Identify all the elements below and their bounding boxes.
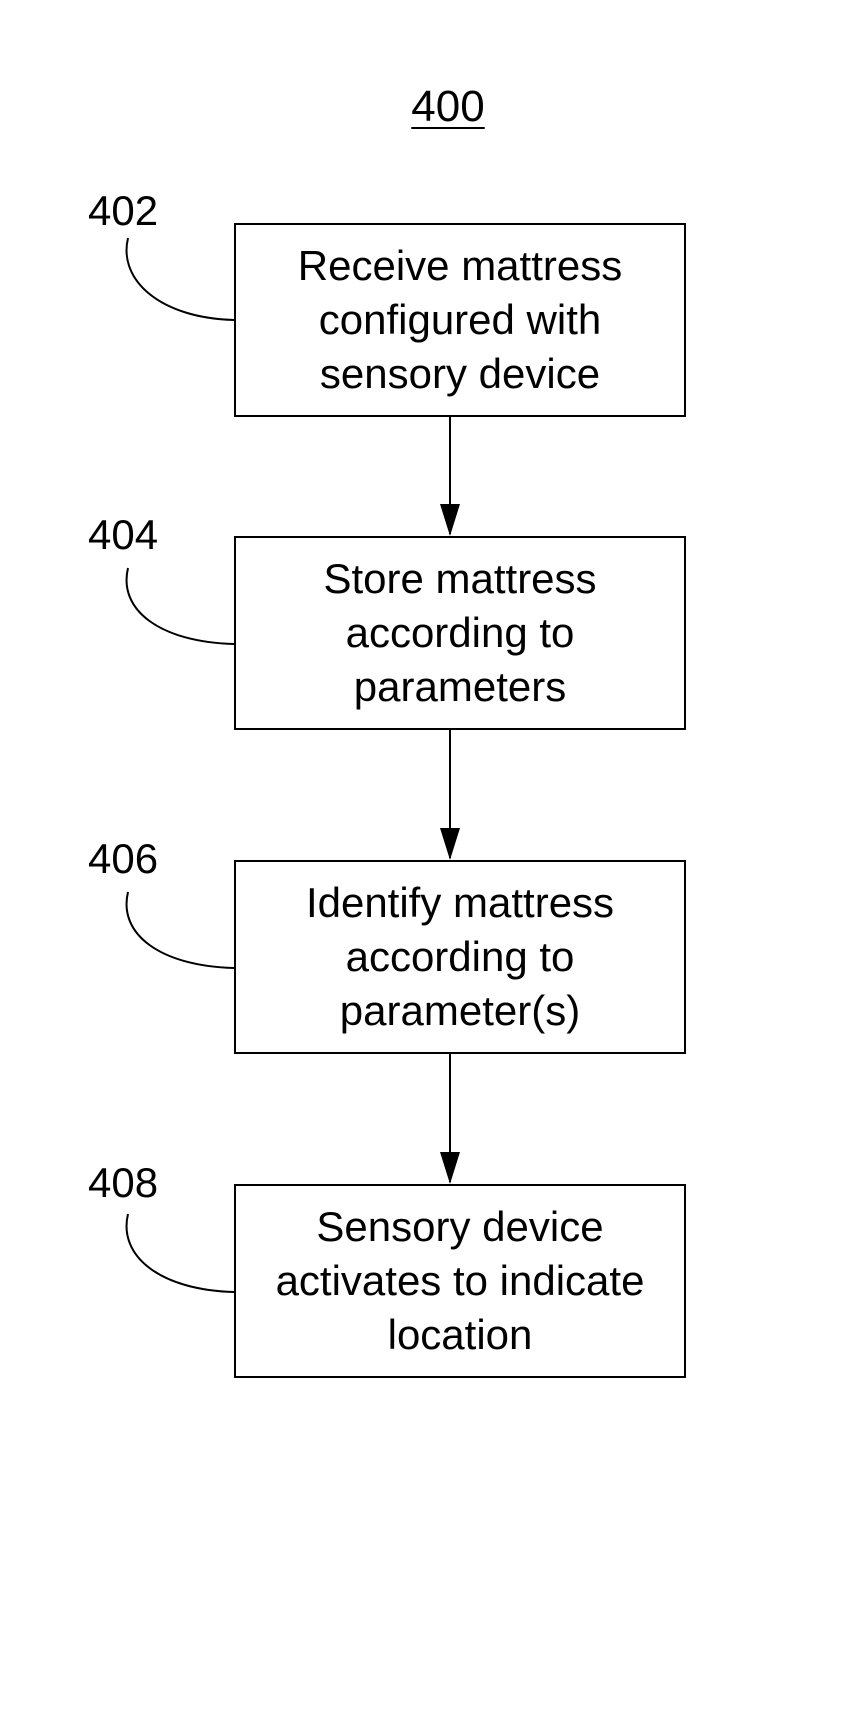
step-text: Identify mattress according to parameter…: [260, 876, 660, 1038]
arrowhead-402-to-404: [440, 504, 460, 536]
arrowhead-404-to-406: [440, 828, 460, 860]
step-text: Sensory device activates to indicate loc…: [260, 1200, 660, 1362]
leader-line-402: [127, 238, 234, 320]
leader-line-406: [127, 892, 234, 968]
step-box-store-mattress: Store mattress according to parameters: [234, 536, 686, 730]
leader-line-408: [127, 1214, 234, 1292]
step-box-sensory-device-activates: Sensory device activates to indicate loc…: [234, 1184, 686, 1378]
step-text: Store mattress according to parameters: [260, 552, 660, 714]
step-text: Receive mattress configured with sensory…: [260, 239, 660, 401]
step-box-receive-mattress: Receive mattress configured with sensory…: [234, 223, 686, 417]
step-ref-label: 406: [88, 836, 188, 882]
step-ref-label: 408: [88, 1160, 188, 1206]
step-ref-label: 402: [88, 188, 188, 234]
step-ref-label: 404: [88, 512, 188, 558]
arrowhead-406-to-408: [440, 1152, 460, 1184]
leader-line-404: [127, 568, 234, 644]
step-box-identify-mattress: Identify mattress according to parameter…: [234, 860, 686, 1054]
